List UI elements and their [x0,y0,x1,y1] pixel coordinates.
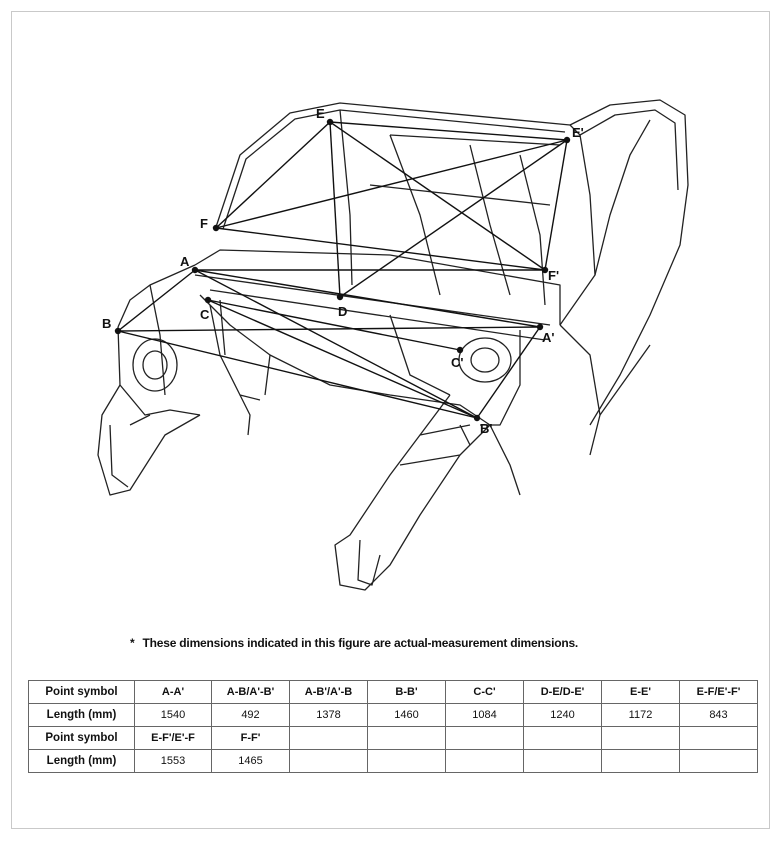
table-cell [367,749,446,773]
table-cell: E-F'/E'-F [134,726,212,750]
line-b-a-prime [117,326,541,332]
table-row: Point symbol E-F'/E'-F F-F' [28,726,758,750]
table-cell: 1378 [289,703,368,727]
table-cell: 1172 [601,703,680,727]
table-cell [523,726,602,750]
line-c-b-prime [207,299,478,419]
point-label-c: C [200,307,210,322]
point-labels: E E' F F' A A' B B' C C' D [102,106,584,436]
row-header-length: Length (mm) [28,749,135,773]
table-cell: A-A' [134,680,212,704]
table-cell: 1460 [367,703,446,727]
table-cell [679,749,758,773]
table-cell [523,749,602,773]
table-cell: 1540 [134,703,212,727]
line-e-e-prime [329,121,568,141]
table-cell: 1553 [134,749,212,773]
note-marker: * [130,636,135,650]
point-label-a: A [180,254,190,269]
point-label-e: E [316,106,325,121]
table-cell: 492 [211,703,290,727]
note-text: These dimensions indicated in this figur… [142,636,579,650]
point-e-prime-marker [563,136,571,144]
point-c-prime-marker [456,346,464,354]
table-cell: 1240 [523,703,602,727]
line-a-prime-b-prime [476,326,541,419]
line-e-prime-d [339,139,568,298]
point-label-b: B [102,316,111,331]
table-cell: 1084 [445,703,524,727]
table-cell: A-B/A'-B' [211,680,290,704]
row-header-point-symbol: Point symbol [28,680,135,704]
measurement-lines [117,121,568,419]
point-d-marker [336,293,344,301]
point-a-marker [191,266,199,274]
dimensions-table: Point symbol A-A' A-B/A'-B' A-B'/A'-B B-… [28,680,758,773]
table-cell: 843 [679,703,758,727]
point-f-prime-marker [541,266,549,274]
point-f-marker [212,224,220,232]
table-cell: B-B' [367,680,446,704]
point-label-d: D [338,304,347,319]
line-e-f-prime [329,121,546,271]
line-a-b [117,269,196,332]
point-label-f: F [200,216,208,231]
point-e-marker [326,118,334,126]
measurement-note: * These dimensions indicated in this figu… [130,636,578,650]
line-e-prime-f-prime [544,139,568,271]
table-cell: D-E/D-E' [523,680,602,704]
measurement-points [114,118,571,422]
line-f-f-prime [215,227,546,271]
table-cell: F-F' [211,726,290,750]
point-c-marker [204,296,212,304]
table-row: Point symbol A-A' A-B/A'-B' A-B'/A'-B B-… [28,680,758,704]
table-cell [679,726,758,750]
table-cell [601,726,680,750]
point-a-prime-marker [536,323,544,331]
table-cell: C-C' [445,680,524,704]
point-label-a-prime: A' [542,330,554,345]
row-header-length: Length (mm) [28,703,135,727]
line-a-a-prime [194,269,541,328]
body-structure-outline [97,99,689,591]
point-label-e-prime: E' [572,125,584,140]
table-cell: 1465 [211,749,290,773]
figure-frame [11,11,770,829]
table-cell [601,749,680,773]
table-cell [289,726,368,750]
line-e-d [329,121,341,298]
vehicle-body-diagram: E E' F F' A A' B B' C C' D [97,99,689,591]
table-cell [289,749,368,773]
table-row: Length (mm) 1540 492 1378 1460 1084 1240… [28,703,758,727]
line-c-c-prime [207,299,461,351]
line-b-b-prime [117,330,478,419]
table-cell [367,726,446,750]
table-row: Length (mm) 1553 1465 [28,749,758,773]
point-label-f-prime: F' [548,268,559,283]
row-header-point-symbol: Point symbol [28,726,135,750]
point-label-c-prime: C' [451,355,463,370]
point-label-b-prime: B' [480,421,492,436]
line-a-b-prime [194,269,478,419]
table-cell [445,749,524,773]
table-cell: E-E' [601,680,680,704]
table-cell: E-F/E'-F' [679,680,758,704]
point-b-prime-marker [473,414,481,422]
table-cell [445,726,524,750]
point-b-marker [114,327,122,335]
table-cell: A-B'/A'-B [289,680,368,704]
line-e-f [215,121,331,229]
line-e-prime-f [215,139,568,229]
